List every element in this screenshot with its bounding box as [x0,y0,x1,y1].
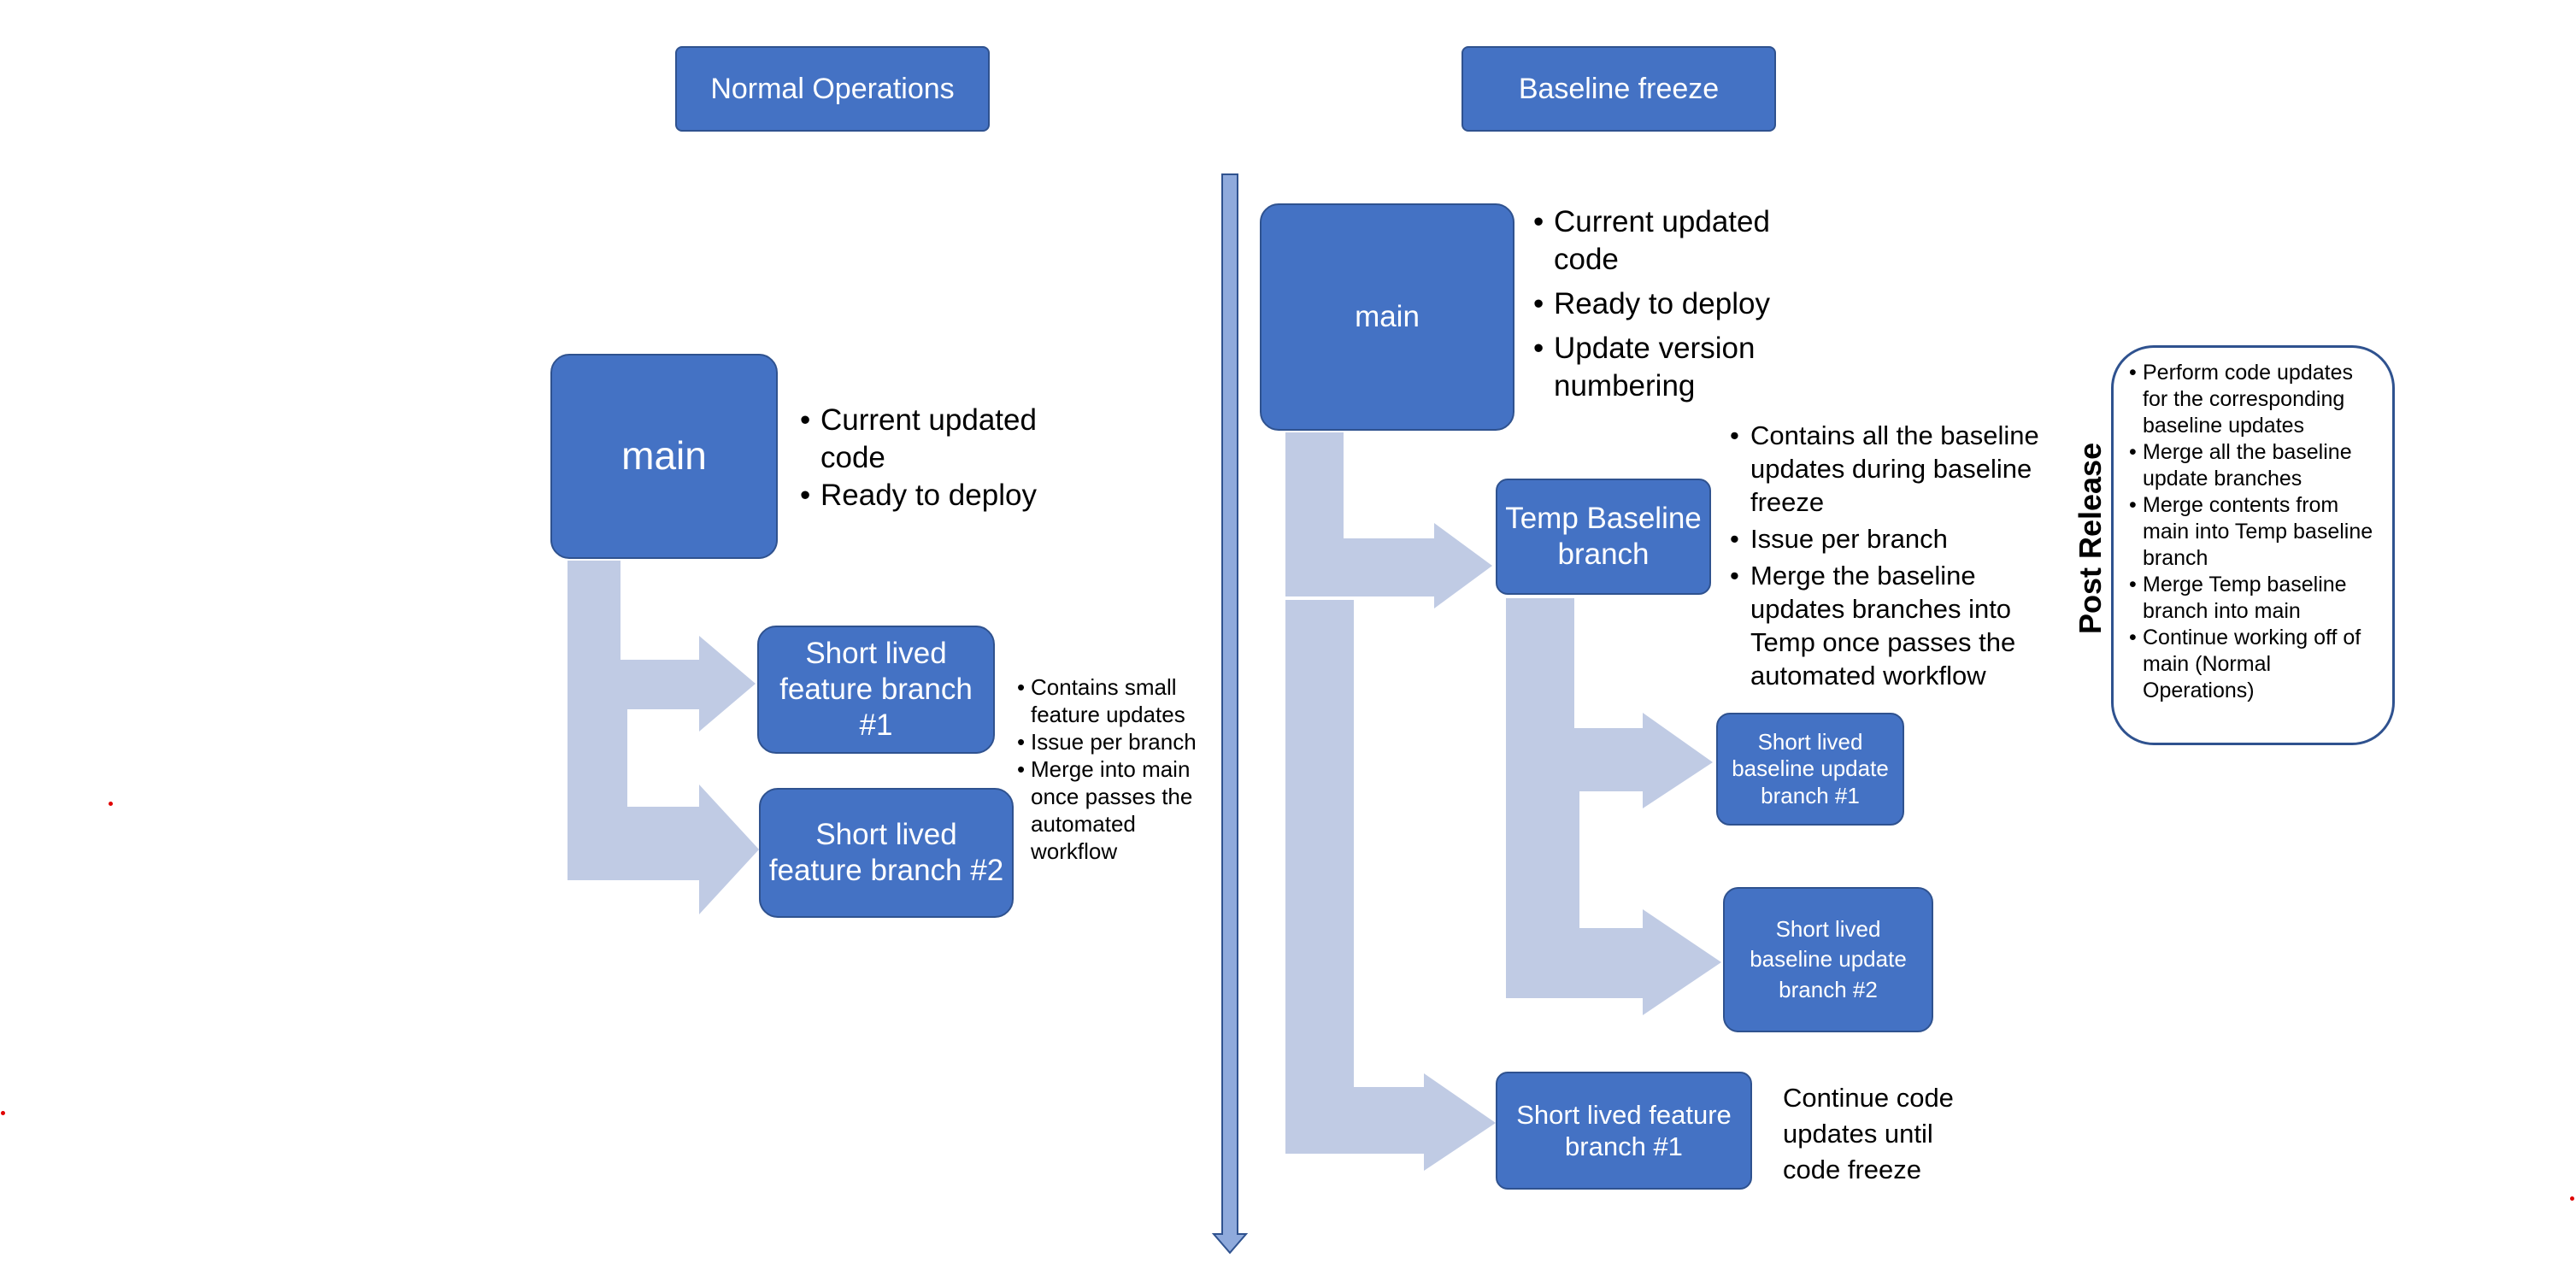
arrow-main-to-feature-2 [568,708,759,914]
right-main-note: Current updated code [1533,203,1824,279]
temp-baseline-notes: Contains all the baseline updates during… [1730,419,2067,692]
arrow-main-to-feature-1 [568,561,756,732]
right-feature-branch-1: Short lived feature branch #1 [1496,1072,1752,1190]
left-branch-notes: Contains small feature updates Issue per… [1017,673,1198,865]
right-main-note: Update version numbering [1533,330,1824,405]
left-feature-branch-2: Short lived feature branch #2 [759,788,1014,918]
temp-baseline-note: Contains all the baseline updates during… [1730,419,2067,519]
timeline-arrow [1211,173,1249,1255]
stray-dot [2570,1196,2574,1201]
left-branch-note: Issue per branch [1017,728,1198,755]
baseline-update-branch-2: Short lived baseline update branch #2 [1723,887,1933,1032]
post-release-panel: Perform code updates for the correspondi… [2111,345,2395,745]
stray-dot [1,1111,5,1115]
arrow-temp-to-baseline-1 [1506,598,1713,808]
arrow-main-to-feature [1285,600,1496,1171]
right-main-notes: Current updated code Ready to deploy Upd… [1533,203,1824,405]
temp-baseline-branch-node: Temp Baseline branch [1496,479,1711,595]
arrow-main-to-temp [1285,432,1492,608]
right-main-node: main [1260,203,1514,431]
left-main-notes: Current updated code Ready to deploy [800,402,1073,514]
post-release-item: Merge all the baseline update branches [2129,439,2380,492]
temp-baseline-note: Issue per branch [1730,522,2067,555]
left-branch-note: Contains small feature updates [1017,673,1198,728]
post-release-item: Merge Temp baseline branch into main [2129,572,2380,625]
right-main-note: Ready to deploy [1533,285,1824,323]
temp-baseline-note: Merge the baseline updates branches into… [1730,559,2067,692]
stray-dot [109,802,113,806]
arrow-temp-to-baseline-2 [1506,791,1721,1015]
post-release-item: Continue working off of main (Normal Ope… [2129,625,2380,704]
left-main-note: Current updated code [800,402,1073,477]
left-feature-branch-1: Short lived feature branch #1 [757,626,995,754]
baseline-freeze-header: Baseline freeze [1461,46,1776,132]
left-branch-note: Merge into main once passes the automate… [1017,755,1198,865]
left-main-node: main [550,354,778,559]
post-release-list: Perform code updates for the correspondi… [2129,360,2380,704]
left-main-note: Ready to deploy [800,477,1073,514]
post-release-item: Merge contents from main into Temp basel… [2129,492,2380,572]
continue-code-updates-note: Continue code updates until code freeze [1783,1083,1954,1184]
normal-operations-header: Normal Operations [675,46,990,132]
post-release-item: Perform code updates for the correspondi… [2129,360,2380,439]
baseline-update-branch-1: Short lived baseline update branch #1 [1716,713,1904,826]
post-release-label: Post Release [2073,442,2108,634]
